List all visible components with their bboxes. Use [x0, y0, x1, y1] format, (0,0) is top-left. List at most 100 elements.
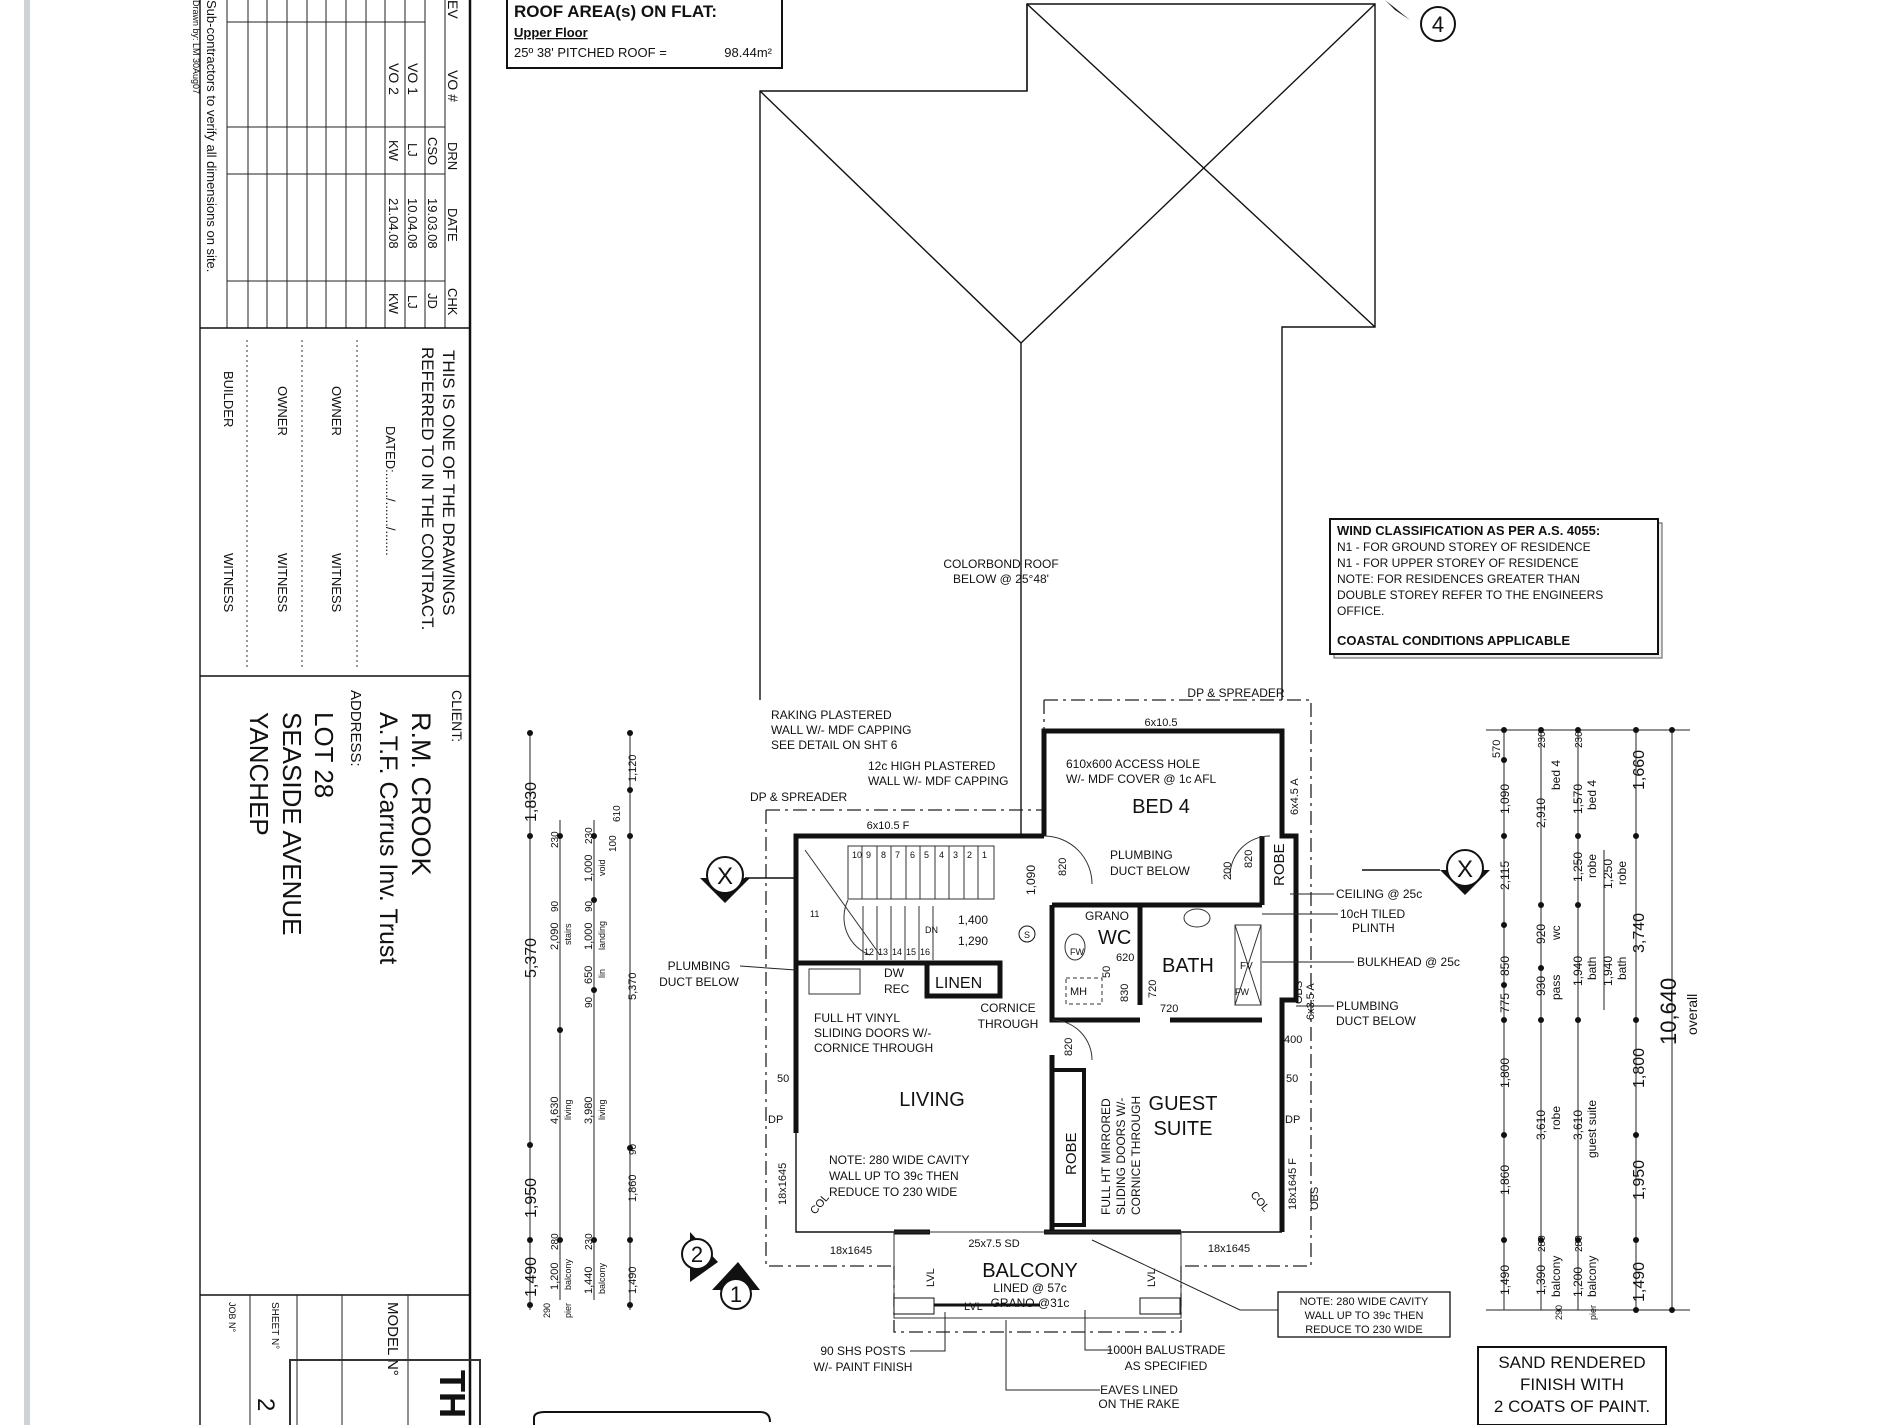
plan-labels-stair-top-5-label: 5	[924, 850, 929, 860]
plan-labels-stair-top-3-label: 7	[895, 850, 900, 860]
notes-sand-rendered-1-label: FINISH WITH	[1520, 1375, 1624, 1394]
plan-labels-win-bl-label: 18x1645	[830, 1245, 872, 1257]
notes-balustrade-1-label: AS SPECIFIED	[1125, 1359, 1208, 1373]
roof-outline	[759, 3, 1376, 836]
dims-right-5-label: 1,800	[1498, 1058, 1512, 1088]
plan-labels-d200-label: 200	[1222, 862, 1234, 880]
plan-labels-d620-label: 620	[1116, 952, 1134, 964]
dims-left-9-label: balcony	[563, 1258, 573, 1290]
plan-labels-stair-top-7-label: 3	[953, 850, 958, 860]
plan-labels-dp-l-label: DP	[768, 1114, 783, 1126]
room-balcony: BALCONY	[982, 1260, 1078, 1282]
approval-stamp: TH	[289, 1359, 481, 1425]
dims-right-19-label: bed 4	[1585, 780, 1599, 810]
dimensions-left: 1,830 5,370 1,950 1,490 2,090 stairs 4,6…	[523, 730, 639, 1318]
dims-right-9-label: bed 4	[1549, 760, 1563, 790]
notes-bulkhead-label: BULKHEAD @ 25c	[1357, 955, 1460, 969]
notes-plinth-1-label: PLINTH	[1352, 921, 1395, 935]
dims-left-24-label: 230	[550, 831, 561, 848]
owner-signature-label: OWNER	[329, 386, 344, 436]
room-wc: WC	[1098, 927, 1131, 949]
roof-area-title: ROOF AREA(s) ON FLAT:	[514, 2, 717, 21]
dims-right-0-label: 570	[1491, 740, 1503, 758]
plan-labels-stair-top-2-label: 8	[881, 850, 886, 860]
contract-block: THIS IS ONE OF THE DRAWINGS REFERRED TO …	[200, 340, 470, 677]
section-marker-x-left: X	[700, 856, 796, 903]
staircase: 10 9 8 7 6 5 4 3 2 1 11 12 13 14 15 16	[804, 845, 995, 960]
dims-right-11-label: wc	[1549, 925, 1563, 941]
section-markers-top-right-label: 4	[1432, 12, 1444, 37]
svg-text:TH: TH	[432, 1370, 473, 1418]
rooms-rec-label: REC	[884, 982, 910, 996]
notes-dp-spreader-left-label: DP & SPREADER	[750, 790, 847, 804]
plan-labels-fw1-label: FW	[1070, 947, 1084, 957]
door-swing-icon	[1229, 835, 1271, 877]
rooms-balcony-lined-label: LINED @ 57c	[993, 1281, 1067, 1295]
dims-left-25-label: 230	[584, 827, 595, 844]
notes-cavity-box-1-label: WALL UP TO 39c THEN	[1305, 1310, 1424, 1322]
manhole-icon	[1065, 977, 1103, 1005]
dims-left-32-label: 90	[550, 900, 561, 912]
plan-labels-obs-label: OBS	[1293, 981, 1305, 1004]
dims-right-23-label: bath	[1585, 957, 1599, 980]
dims-right-36-label: 1,490	[1631, 1262, 1648, 1302]
plan-labels-obs2-label: OBS	[1309, 1187, 1321, 1210]
plan-labels-d50c-label: 50	[1101, 966, 1113, 978]
notes-dp-spreader-top-label: DP & SPREADER	[1187, 686, 1284, 700]
notes-cavity-inner-1-label: WALL UP TO 39c THEN	[829, 1169, 959, 1183]
plan-labels-win-top-label: 6x10.5	[1144, 717, 1177, 729]
dims-left-20-label: 1,120	[627, 754, 639, 782]
model-label: MODEL N°	[384, 1302, 401, 1376]
notes-cavity-inner-0-label: NOTE: 280 WIDE CAVITY	[829, 1153, 969, 1167]
subcontractor-note: Sub-contractors to verify all dimensions…	[204, 0, 219, 272]
plan-labels-stair-top-0-label: 10	[852, 850, 862, 860]
notes-mirrored-doors-1-label: SLIDING DOORS W/-	[1114, 1098, 1128, 1215]
dims-right-40-label: 230	[1574, 731, 1585, 748]
dims-left-31-label: 230	[584, 1233, 595, 1250]
notes-eaves-0-label: EAVES LINED	[1100, 1383, 1178, 1397]
plan-labels-stair-bot-4-label: 16	[920, 947, 930, 957]
notes-vinyl-doors-0-label: FULL HT VINYL	[814, 1011, 900, 1025]
notes-cornice-1-label: THROUGH	[978, 1017, 1039, 1031]
toilet-icon	[1064, 933, 1086, 961]
dims-left-27-label: 100	[608, 835, 619, 852]
dims-right-26-label: 1,200	[1571, 1267, 1585, 1297]
plan-labels-win-right-v-label: 18x1645 F	[1287, 1158, 1299, 1210]
notes-plumbing-right-0-label: PLUMBING	[1336, 999, 1399, 1013]
plan-labels-win-right-a-label: 6x4.5 A	[1289, 778, 1301, 815]
plan-labels-fw2-label: FW	[1235, 987, 1249, 997]
notes-wind-2-label: N1 - FOR UPPER STOREY OF RESIDENCE	[1337, 556, 1579, 570]
section-markers-elev-b-label: 1	[730, 1282, 742, 1307]
plan-labels-win-right-b-label: 6x3.5 A	[1305, 983, 1317, 1020]
dims-right-39-label: 230	[1537, 731, 1548, 748]
dims-left-26-label: 610	[612, 805, 623, 822]
dims-right-21-label: robe	[1585, 854, 1599, 878]
door-swing-icon	[1051, 1019, 1093, 1061]
plan-labels-lvl-b-label: LVL	[964, 1301, 983, 1313]
dims-left-19-label: balcony	[597, 1262, 607, 1294]
smoke-detector-icon	[1018, 925, 1036, 943]
basin-icon	[1183, 908, 1211, 928]
notes-ceiling-label: CEILING @ 25c	[1336, 887, 1422, 901]
rev-row-chk: JD	[425, 293, 440, 309]
dims-left-28-label: 290	[542, 1303, 552, 1318]
title-block: EV VO # DRN DATE CHK CSO 19.03.08 JD VO …	[191, 0, 481, 1425]
rooms-suite-label: SUITE	[1154, 1118, 1213, 1140]
dims-right-1-label: 1,090	[1498, 784, 1512, 814]
dims-left-22-label: 1,860	[627, 1174, 639, 1202]
notes-wind-1-label: N1 - FOR GROUND STOREY OF RESIDENCE	[1337, 540, 1591, 554]
notes-mirrored-doors-0-label: FULL HT MIRRORED	[1099, 1098, 1113, 1215]
roof-area-value: 98.44m²	[724, 45, 772, 60]
cavity-wall-note-box: NOTE: 280 WIDE CAVITY WALL UP TO 39c THE…	[1277, 1291, 1451, 1338]
room-living: LIVING	[899, 1089, 965, 1111]
dims-right-33-label: 3,740	[1631, 913, 1648, 953]
room-bed4: BED 4	[1132, 796, 1190, 818]
plan-labels-sd-label: 25x7.5 SD	[968, 1238, 1019, 1250]
notes-high-wall-0-label: 12c HIGH PLASTERED	[868, 759, 996, 773]
plan-labels-stair-top-8-label: 2	[967, 850, 972, 860]
scan-edge	[24, 0, 30, 1425]
notes-vinyl-doors-2-label: CORNICE THROUGH	[814, 1041, 933, 1055]
dims-left-7-label: living	[563, 1099, 573, 1120]
dims-right-30-label: 1,940	[1601, 956, 1615, 986]
notes-sand-rendered-2-label: 2 COATS OF PAINT.	[1494, 1397, 1650, 1416]
